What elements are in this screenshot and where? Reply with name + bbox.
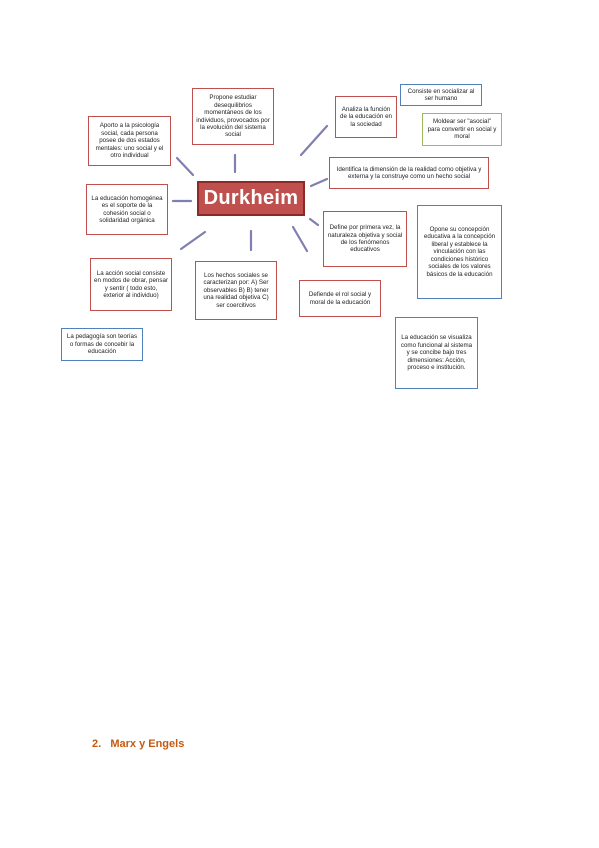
concept-node-aporte: Aporto a la psicología social, cada pers… — [88, 116, 171, 166]
concept-node-identifica: Identifica la dimensión de la realidad c… — [329, 157, 489, 189]
concept-node-analiza: Analiza la función de la educación en la… — [335, 96, 397, 138]
connector-lines — [171, 124, 329, 253]
central-concept-durkheim: Durkheim — [197, 181, 305, 216]
concept-node-consiste: Consiste en socializar al ser humano — [400, 84, 482, 106]
connector-line — [175, 156, 195, 177]
concept-node-pedagogia: La pedagogía son teorías o formas de con… — [61, 328, 143, 361]
concept-node-funcional: La educación se visualiza como funcional… — [395, 317, 478, 389]
concept-node-opone: Opone su concepción educativa a la conce… — [417, 205, 502, 299]
connector-line — [308, 217, 320, 227]
concept-node-moldear: Moldear ser "asocial" para convertir en … — [422, 113, 502, 146]
concept-node-propone: Propone estudiar desequilibrios momentán… — [192, 88, 274, 145]
concept-node-hechos: Los hechos sociales se caracterizan por:… — [195, 261, 277, 320]
concept-node-define: Define por primera vez, la naturaleza ob… — [323, 211, 407, 267]
connector-line — [291, 225, 309, 253]
concept-node-homogenea: La educación homogénea es el soporte de … — [86, 184, 168, 235]
section-heading: 2. Marx y Engels — [92, 738, 185, 750]
concept-map-image: Propone estudiar desequilibrios momentán… — [55, 75, 510, 395]
concept-node-accion: La acción social consiste en modos de ob… — [90, 258, 172, 311]
concept-node-defiende: Defiende el rol social y moral de la edu… — [299, 280, 381, 317]
connector-line — [179, 230, 207, 251]
connector-line — [299, 124, 329, 157]
connector-line — [309, 177, 329, 188]
